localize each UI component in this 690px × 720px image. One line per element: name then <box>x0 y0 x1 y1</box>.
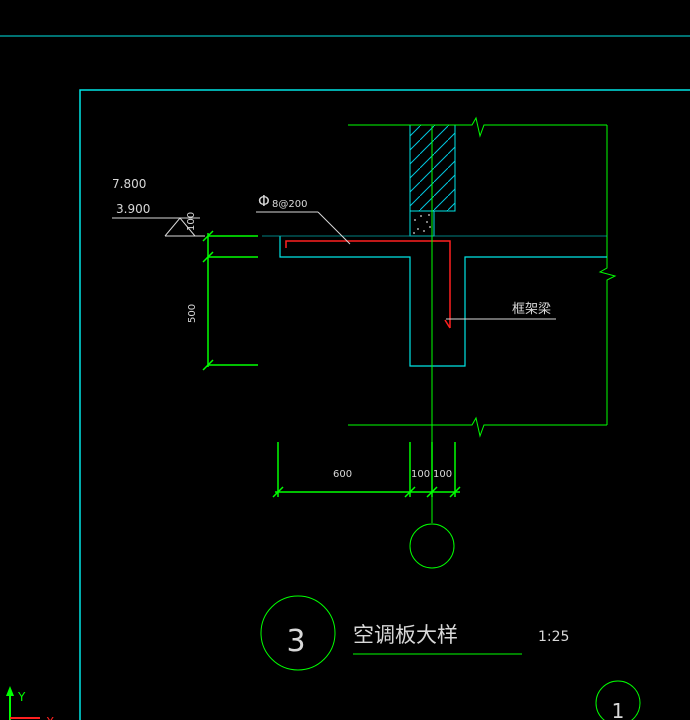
horizontal-dimension <box>272 442 461 498</box>
break-lines <box>348 116 617 438</box>
detail-title: 空调板大样 <box>353 623 458 647</box>
axis-bubble <box>409 523 455 569</box>
dim-width-2: 100 <box>433 469 452 480</box>
dim-width-1: 100 <box>411 469 430 480</box>
rebar-hook <box>444 319 451 329</box>
ucs-icon <box>6 686 40 720</box>
ucs-x-label: X <box>46 715 54 720</box>
reference-circle-label: 1 <box>612 699 625 720</box>
dim-cantilever: 600 <box>333 469 352 480</box>
elevation-lower: 3.900 <box>116 202 150 216</box>
detail-number-circle <box>260 595 336 671</box>
elevation-upper: 7.800 <box>112 177 146 191</box>
detail-number: 3 <box>286 624 305 659</box>
beam-label: 框架梁 <box>512 302 551 317</box>
slab-beam-outline <box>279 236 607 367</box>
dim-beam-depth: 500 <box>187 304 198 323</box>
detail-scale: 1:25 <box>538 629 569 645</box>
ucs-y-label: Y <box>17 690 26 704</box>
sheet-border <box>79 89 690 720</box>
rebar-symbol: Φ <box>258 192 270 210</box>
elevation-triangle <box>164 217 196 237</box>
dim-slab-thickness: 100 <box>186 212 197 231</box>
rebar-line <box>285 240 451 328</box>
rebar-label: 8@200 <box>272 199 307 210</box>
reference-circle <box>595 680 641 720</box>
vertical-dimension <box>202 230 258 371</box>
rebar-annotation: Φ 8@200 <box>256 192 351 245</box>
